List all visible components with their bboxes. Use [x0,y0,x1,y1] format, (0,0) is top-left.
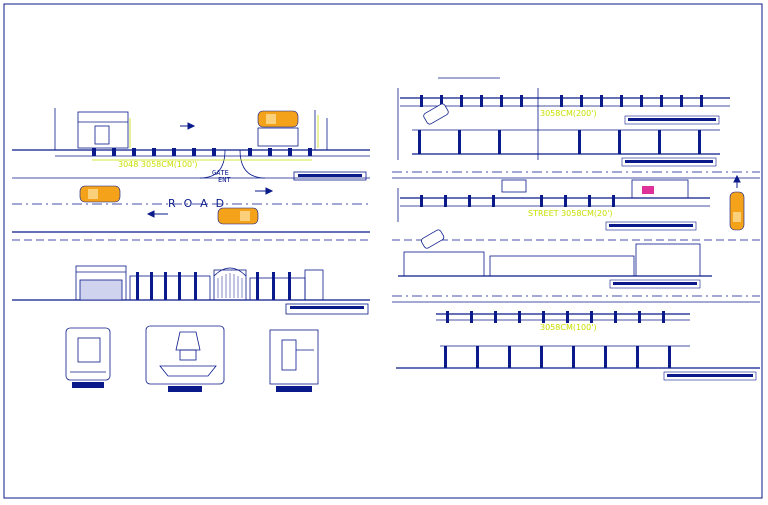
elevation-pillars-left [136,272,291,300]
title-box-right-mid [605,221,697,231]
wall-pillars-left [92,148,312,156]
right-top-plan [397,77,730,160]
right-mid-pillars [420,195,615,207]
street-lamp-icon [145,325,225,385]
title-box-right-top-elev [621,157,717,167]
dimension-label-left: 3048 3058CM(100') [118,160,197,169]
title-box-plan-left [293,171,367,181]
arrow-icon [180,122,196,130]
right-road-lines [392,171,760,303]
car-icon [421,229,445,249]
title-box-right-bottom [663,371,757,381]
title-bar-right-mid [609,224,693,227]
gate-icon [217,273,243,298]
title-bar-right-mid-elev [613,282,697,285]
right-bottom-pillars [444,311,671,368]
sheet-border [3,3,763,499]
car-icon [729,191,745,231]
right-mid-elevation [398,243,712,277]
front-elevation-left [12,265,370,301]
car-icon [423,103,449,125]
detail-gate-pillar [65,327,111,381]
title-bar-elevation-left [290,306,364,309]
title-bar-right-bottom [667,374,753,377]
dimension-label-right-top: 3058CM(200') [540,109,597,118]
dimension-ticks-left [92,115,319,161]
right-bottom-plan [396,313,760,369]
detail-boundary-section [269,329,319,385]
road-label: ROAD [168,197,232,210]
car-icon [79,185,121,203]
gate-label: GATE [212,169,229,177]
arrow-icon [255,187,274,195]
arrow-icon [146,210,168,218]
right-mid-plan [397,179,710,222]
car-icon [217,207,259,225]
detail-title-3 [276,386,312,392]
dimension-label-right-mid: STREET 3058CM(20') [528,209,613,218]
detail-title-1 [72,382,104,388]
title-box-elevation-left [285,303,369,315]
title-bar-right-top [628,118,716,121]
title-box-right-top [624,115,720,125]
title-box-right-mid-elev [609,279,701,289]
title-bar-plan-left [298,174,362,177]
arrow-icon [733,174,741,188]
title-bar-right-top-elev [625,160,713,163]
detail-title-2 [168,386,202,392]
accent-marker [642,186,654,194]
right-top-pillars [418,95,703,154]
entry-label: ENT [218,176,231,184]
dimension-label-right-bottom: 3058CM(100') [540,323,597,332]
car-icon [257,110,299,128]
